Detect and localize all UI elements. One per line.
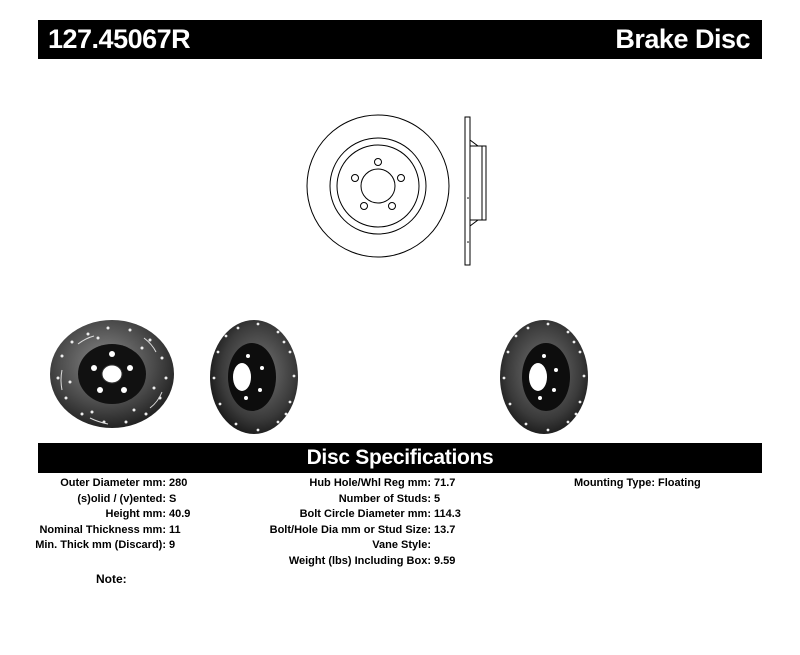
disc-photo-front <box>50 320 174 428</box>
part-number: 127.45067R <box>48 24 191 54</box>
spec-row: Weight (lbs) Including Box: 9.59 <box>200 554 456 570</box>
spec-label: Number of Studs: <box>338 492 431 505</box>
spec-column-2: Hub Hole/Whl Reg mm: 71.7 Number of Stud… <box>200 476 461 570</box>
spec-value: Floating <box>658 477 701 489</box>
spec-label: Vane Style: <box>372 539 431 551</box>
spec-value: 11 <box>169 523 181 536</box>
spec-column-3: Mounting Type: Floating <box>500 476 701 492</box>
header-bar: 127.45067R Brake Disc <box>38 20 762 59</box>
spec-value: 280 <box>169 477 188 489</box>
spec-column-1: Outer Diameter mm: 280 (s)olid / (v)ente… <box>0 476 191 554</box>
spec-value: 9.59 <box>434 554 456 567</box>
spec-value: 5 <box>434 492 441 505</box>
spec-value: 71.7 <box>434 477 456 489</box>
specifications-title: Disc Specifications <box>306 446 494 469</box>
spec-value: 9 <box>169 539 176 551</box>
spec-row: Bolt Circle Diameter mm: 114.3 <box>200 507 461 523</box>
spec-value: 40.9 <box>169 508 191 520</box>
spec-label: Hub Hole/Whl Reg mm: <box>309 477 431 489</box>
spec-label: Nominal Thickness mm: <box>39 523 166 536</box>
spec-row: Height mm: 40.9 <box>0 507 191 523</box>
spec-value: 13.7 <box>434 523 456 536</box>
spec-row: Outer Diameter mm: 280 <box>0 476 187 492</box>
spec-label: Bolt Circle Diameter mm: <box>299 508 431 520</box>
spec-row: Min. Thick mm (Discard): 9 <box>0 538 175 554</box>
spec-row: Number of Studs: 5 <box>200 492 440 508</box>
disc-photo-angle-left <box>210 320 298 434</box>
spec-label: (s)olid / (v)ented: <box>77 492 166 505</box>
spec-row: Vane Style: <box>200 538 431 554</box>
note-label: Note: <box>96 572 127 586</box>
spec-label: Height mm: <box>105 508 167 520</box>
spec-value: S <box>169 492 177 505</box>
spec-row: Hub Hole/Whl Reg mm: 71.7 <box>200 476 455 492</box>
product-type: Brake Disc <box>615 24 750 54</box>
spec-label: Min. Thick mm (Discard): <box>35 539 166 551</box>
disc-photo-angle-right <box>500 320 588 434</box>
spec-label: Outer Diameter mm: <box>60 477 166 489</box>
spec-row: Mounting Type: Floating <box>500 476 701 492</box>
spec-label: Mounting Type: <box>573 477 655 489</box>
specifications-header: Disc Specifications <box>38 443 762 473</box>
disc-technical-drawing <box>306 114 487 266</box>
spec-row: Nominal Thickness mm: 11 <box>0 523 180 539</box>
spec-label: Bolt/Hole Dia mm or Stud Size: <box>269 523 431 536</box>
spec-row: Bolt/Hole Dia mm or Stud Size: 13.7 <box>200 523 456 539</box>
spec-row: (s)olid / (v)ented: S <box>0 492 176 508</box>
spec-label: Weight (lbs) Including Box: <box>288 554 431 567</box>
spec-value: 114.3 <box>434 508 461 520</box>
